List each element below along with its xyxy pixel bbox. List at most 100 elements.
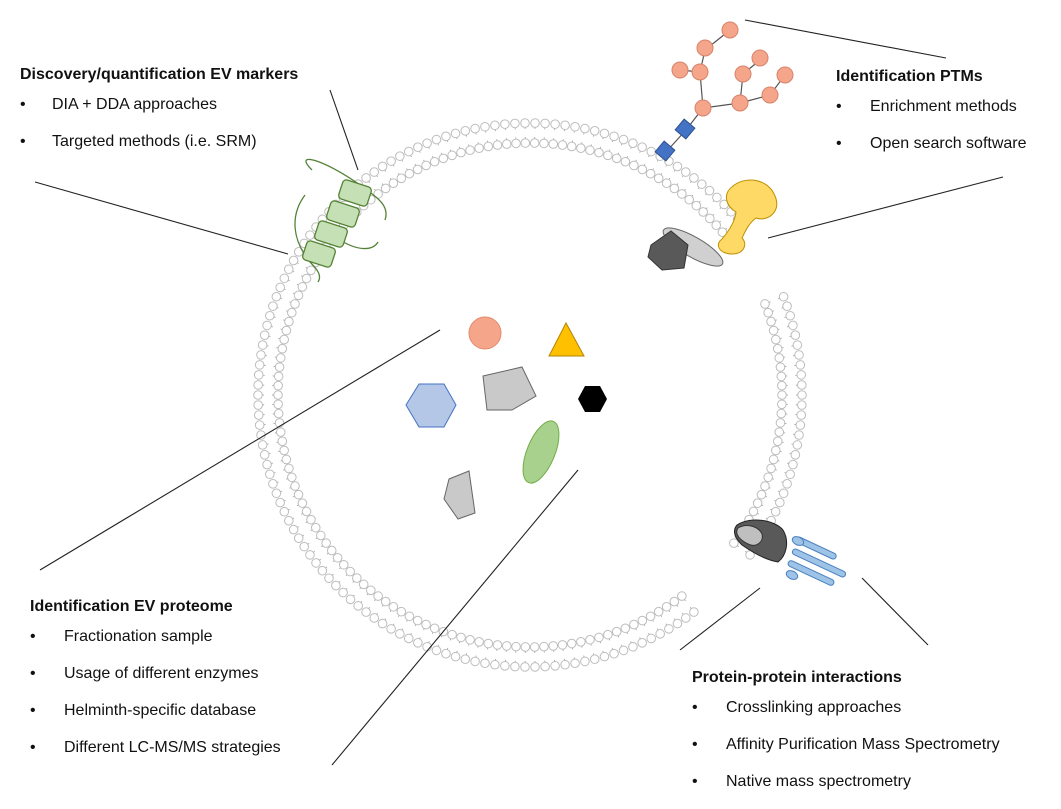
green-ellipse-icon bbox=[516, 416, 567, 488]
lipid-head bbox=[610, 132, 619, 141]
lipid-head bbox=[266, 470, 275, 479]
lipid-head bbox=[367, 586, 376, 595]
panel-title: Identification EV proteome bbox=[30, 597, 281, 617]
lipid-head bbox=[764, 308, 773, 317]
lipid-head bbox=[761, 300, 770, 309]
lipid-head bbox=[706, 214, 715, 223]
lipid-head bbox=[381, 597, 390, 606]
lipid-head bbox=[457, 633, 466, 642]
lipid-head bbox=[779, 292, 788, 301]
list-item-text: Helminth-specific database bbox=[64, 702, 256, 719]
lipid-head bbox=[274, 400, 283, 409]
lipid-head bbox=[278, 344, 287, 353]
lipid-head bbox=[502, 642, 511, 651]
lipid-head bbox=[586, 635, 595, 644]
lipid-head bbox=[339, 560, 348, 569]
lipid-head bbox=[274, 409, 283, 418]
lipid-head bbox=[387, 625, 396, 634]
lipid-head bbox=[258, 341, 267, 350]
lipid-head bbox=[795, 431, 804, 440]
lipid-head bbox=[798, 401, 807, 410]
lipid-head bbox=[654, 174, 663, 183]
lipid-head bbox=[698, 180, 707, 189]
lipid-head bbox=[761, 482, 770, 491]
lipid-head bbox=[690, 608, 699, 617]
lipid-head bbox=[629, 139, 638, 148]
lipid-head bbox=[307, 266, 316, 275]
lipid-head bbox=[502, 140, 511, 149]
lipid-head bbox=[255, 361, 264, 370]
list-item-text: Different LC-MS/MS strategies bbox=[64, 739, 281, 756]
lipid-head bbox=[786, 311, 795, 320]
lipid-head bbox=[681, 614, 690, 623]
bullet-icon: • bbox=[20, 132, 26, 152]
lipid-head bbox=[278, 437, 287, 446]
lipid-head bbox=[796, 361, 805, 370]
lipid-head bbox=[638, 165, 647, 174]
lipid-head bbox=[378, 619, 387, 628]
lipid-head bbox=[405, 612, 414, 621]
lipid-head bbox=[610, 649, 619, 658]
lipid-head bbox=[775, 428, 784, 437]
lipid-head bbox=[567, 142, 576, 151]
lipid-head bbox=[332, 581, 341, 590]
leader-line-proteome bbox=[40, 330, 440, 570]
lipid-head bbox=[359, 580, 368, 589]
lipid-head bbox=[471, 657, 480, 666]
lipid-head bbox=[771, 507, 780, 516]
lipid-head bbox=[276, 354, 285, 363]
lipid-head bbox=[673, 619, 682, 628]
leader-line-ppi bbox=[680, 588, 760, 650]
lipid-head bbox=[749, 507, 758, 516]
lipid-head bbox=[656, 630, 665, 639]
lipid-head bbox=[442, 132, 451, 141]
bullet-icon: • bbox=[692, 772, 698, 792]
lipid-head bbox=[263, 460, 272, 469]
lipid-head bbox=[275, 363, 284, 372]
lipid-head bbox=[764, 473, 773, 482]
lipid-head bbox=[370, 168, 379, 177]
lipid-head bbox=[540, 139, 549, 148]
lipid-head bbox=[638, 638, 647, 647]
lipid-head bbox=[590, 655, 599, 664]
lipid-head bbox=[302, 274, 311, 283]
lipid-head bbox=[600, 652, 609, 661]
list-item: •Open search software bbox=[836, 134, 1027, 154]
panel-list: •Fractionation sample •Usage of differen… bbox=[30, 627, 281, 758]
lipid-head bbox=[586, 146, 595, 155]
lipid-head bbox=[773, 344, 782, 353]
lipid-head bbox=[461, 655, 470, 664]
bullet-icon: • bbox=[20, 95, 26, 115]
lipid-head bbox=[646, 169, 655, 178]
lipid-head bbox=[397, 174, 406, 183]
lipid-head bbox=[298, 283, 307, 292]
panel-ptms: Identification PTMs •Enrichment methods … bbox=[836, 67, 1027, 171]
lipid-head bbox=[776, 498, 785, 507]
lipid-head bbox=[413, 616, 422, 625]
lipid-head bbox=[521, 663, 530, 672]
yellow-triangle-icon bbox=[549, 323, 584, 356]
lipid-head bbox=[491, 660, 500, 669]
lipid-head bbox=[678, 190, 687, 199]
lipid-head bbox=[269, 302, 278, 311]
lipid-head bbox=[630, 620, 639, 629]
lipid-head bbox=[396, 152, 405, 161]
lipid-head bbox=[254, 381, 263, 390]
bullet-icon: • bbox=[30, 701, 36, 721]
lipid-head bbox=[291, 300, 300, 309]
lipid-head bbox=[285, 464, 294, 473]
lipid-head bbox=[789, 321, 798, 330]
bullet-icon: • bbox=[30, 664, 36, 684]
lipid-head bbox=[549, 642, 558, 651]
lipid-head bbox=[272, 489, 281, 498]
list-item-text: DIA + DDA approaches bbox=[52, 96, 217, 113]
lipid-head bbox=[451, 129, 460, 138]
lipid-head bbox=[796, 421, 805, 430]
lipid-head bbox=[619, 646, 628, 655]
lipid-head bbox=[600, 129, 609, 138]
lipid-head bbox=[306, 551, 315, 560]
lipid-head bbox=[493, 141, 502, 150]
lipid-head bbox=[647, 634, 656, 643]
lipid-head bbox=[466, 635, 475, 644]
lipid-head bbox=[274, 372, 283, 381]
